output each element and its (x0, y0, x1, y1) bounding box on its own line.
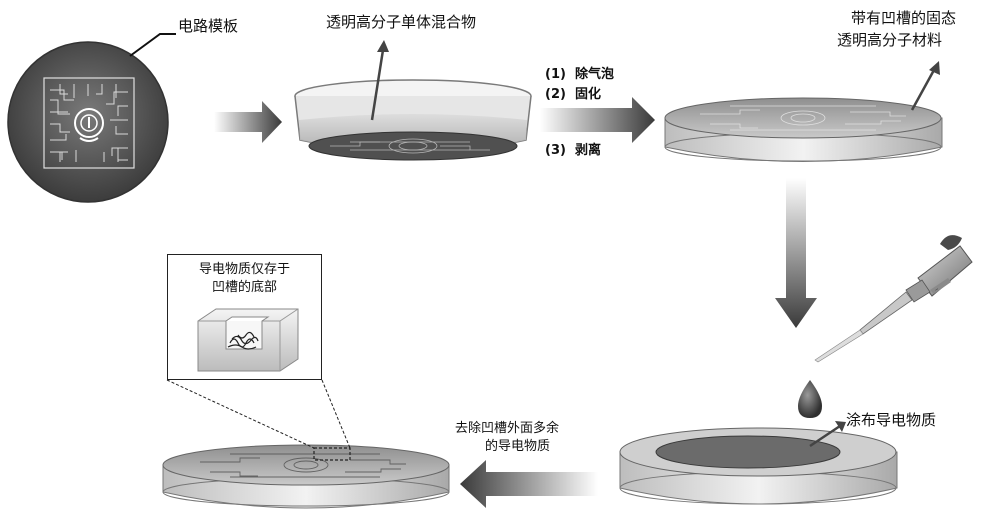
conductive-material-squiggles (227, 331, 259, 350)
solid-material-disc (664, 97, 943, 162)
arrow-to-solid-disc (540, 97, 655, 143)
step-3-text: 剥离 (575, 143, 602, 158)
circuit-template-image (7, 41, 169, 203)
coat-label-pointer (809, 424, 841, 448)
step-3-number: (3) (545, 143, 566, 158)
step-1-text: 除气泡 (575, 67, 615, 82)
step-2: (2) 固化 (545, 86, 601, 104)
zoom-line-right (321, 379, 351, 449)
final-disc (162, 444, 450, 509)
solid-material-label-line2: 透明高分子材料 (837, 31, 943, 49)
remove-excess-label-line1: 去除凹槽外面多余 (455, 421, 560, 436)
conductive-drop-icon (798, 380, 822, 418)
pipette-image: ~ (814, 235, 973, 363)
step-2-text: 固化 (575, 87, 602, 102)
solid-label-pointer (910, 69, 936, 111)
inset-text-line2: 凹槽的底部 (211, 280, 277, 295)
step-3: (3) 剥离 (545, 142, 601, 160)
solid-material-label-line1: 带有凹槽的固态 (851, 9, 957, 27)
template-label-pointer (129, 33, 176, 57)
circuit-template-label: 电路模板 (178, 17, 239, 35)
monomer-mixture-label: 透明高分子单体混合物 (326, 13, 477, 31)
petri-dish-with-monomer (294, 79, 532, 161)
step-1: (1) 除气泡 (545, 66, 614, 84)
coat-conductive-label: 涂布导电物质 (846, 411, 937, 429)
svg-text:~: ~ (934, 286, 941, 293)
step-2-number: (2) (545, 87, 566, 102)
step-1-number: (1) (545, 67, 566, 82)
groove-inset-box: 导电物质仅存于 凹槽的底部 (167, 254, 322, 380)
arrow-to-coating (775, 178, 817, 328)
arrow-to-final-disc (460, 460, 598, 508)
monomer-label-pointer (370, 49, 385, 121)
zoom-line-left (166, 379, 315, 449)
remove-excess-label-line2: 的导电物质 (485, 439, 551, 454)
inset-text-line1: 导电物质仅存于 (198, 262, 290, 277)
coated-disc (619, 427, 898, 505)
groove-cross-section (197, 308, 299, 372)
arrow-to-dish (214, 101, 282, 143)
